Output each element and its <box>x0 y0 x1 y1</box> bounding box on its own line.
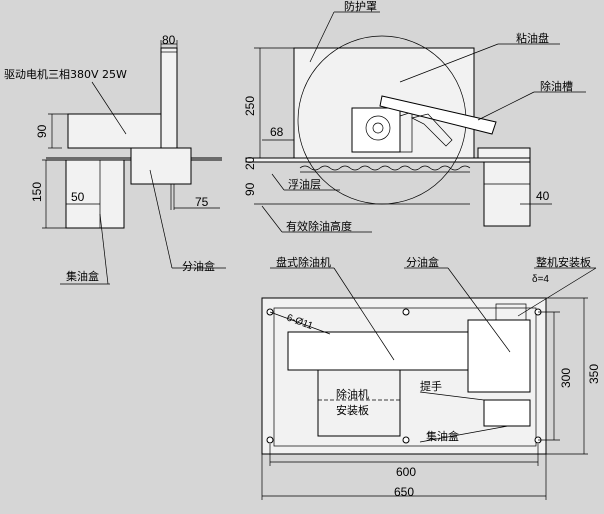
floating-oil-label: 浮油层 <box>288 177 321 191</box>
handle-label: 提手 <box>420 379 442 393</box>
split-box-top <box>467 319 531 393</box>
drive-motor-label: 驱动电机三相380V 25W <box>4 67 127 81</box>
plate-spec: δ=4 <box>532 274 549 285</box>
dim-90-mid: 90 <box>243 182 257 196</box>
disc-skimmer-label: 盘式除油机 <box>276 255 331 269</box>
effective-height-label: 有效除油高度 <box>286 219 352 233</box>
dim-75: 75 <box>195 195 209 209</box>
collect-box-top <box>483 399 531 427</box>
dim-300: 300 <box>559 368 573 388</box>
collect-box-side-label: 集油盒 <box>66 269 99 283</box>
split-box-top-label: 分油盒 <box>406 255 439 269</box>
dim-20: 20 <box>243 156 257 170</box>
disc-motor <box>351 107 401 153</box>
side-view-left: 80 90 驱动电机三相380V 25W 150 50 75 <box>4 33 226 285</box>
dim-80: 80 <box>162 33 176 47</box>
dim-250: 250 <box>243 96 257 116</box>
split-box-side-label: 分油盒 <box>182 259 215 273</box>
skimmer-plate-label-2: 安装板 <box>336 403 369 417</box>
skimmer-mount-plate <box>317 369 401 437</box>
collect-box-top-label: 集油盒 <box>426 429 459 443</box>
disc-skimmer-body <box>287 331 477 371</box>
dim-150: 150 <box>30 182 44 202</box>
mount-plate-label: 整机安装板 <box>536 255 591 269</box>
tank-side <box>245 157 531 163</box>
plan-view: 盘式除油机 分油盒 整机安装板 δ=4 除油机 安装板 提手 集油盒 6-Ø11… <box>261 255 601 500</box>
oil-trough <box>379 95 497 135</box>
collect-box-side <box>65 159 125 229</box>
front-view: 防护罩 250 粘油盘 除油槽 68 20 <box>243 0 586 233</box>
drive-motor <box>67 113 162 149</box>
dim-650: 650 <box>394 485 414 499</box>
dim-40: 40 <box>536 189 550 203</box>
sticky-disc-label: 粘油盘 <box>516 31 549 45</box>
skimmer-plate-label-1: 除油机 <box>336 387 369 401</box>
dim-600: 600 <box>396 465 416 479</box>
dim-50: 50 <box>71 190 85 204</box>
guard-label: 防护罩 <box>344 0 377 13</box>
dim-90-left: 90 <box>35 124 49 138</box>
split-box-side <box>130 147 192 185</box>
motor-column <box>160 47 178 149</box>
dim-68: 68 <box>270 125 284 139</box>
floating-oil-layer <box>299 165 471 171</box>
oil-trough-label: 除油槽 <box>540 79 573 93</box>
collect-box-right <box>483 161 531 227</box>
dim-350: 350 <box>587 364 601 384</box>
